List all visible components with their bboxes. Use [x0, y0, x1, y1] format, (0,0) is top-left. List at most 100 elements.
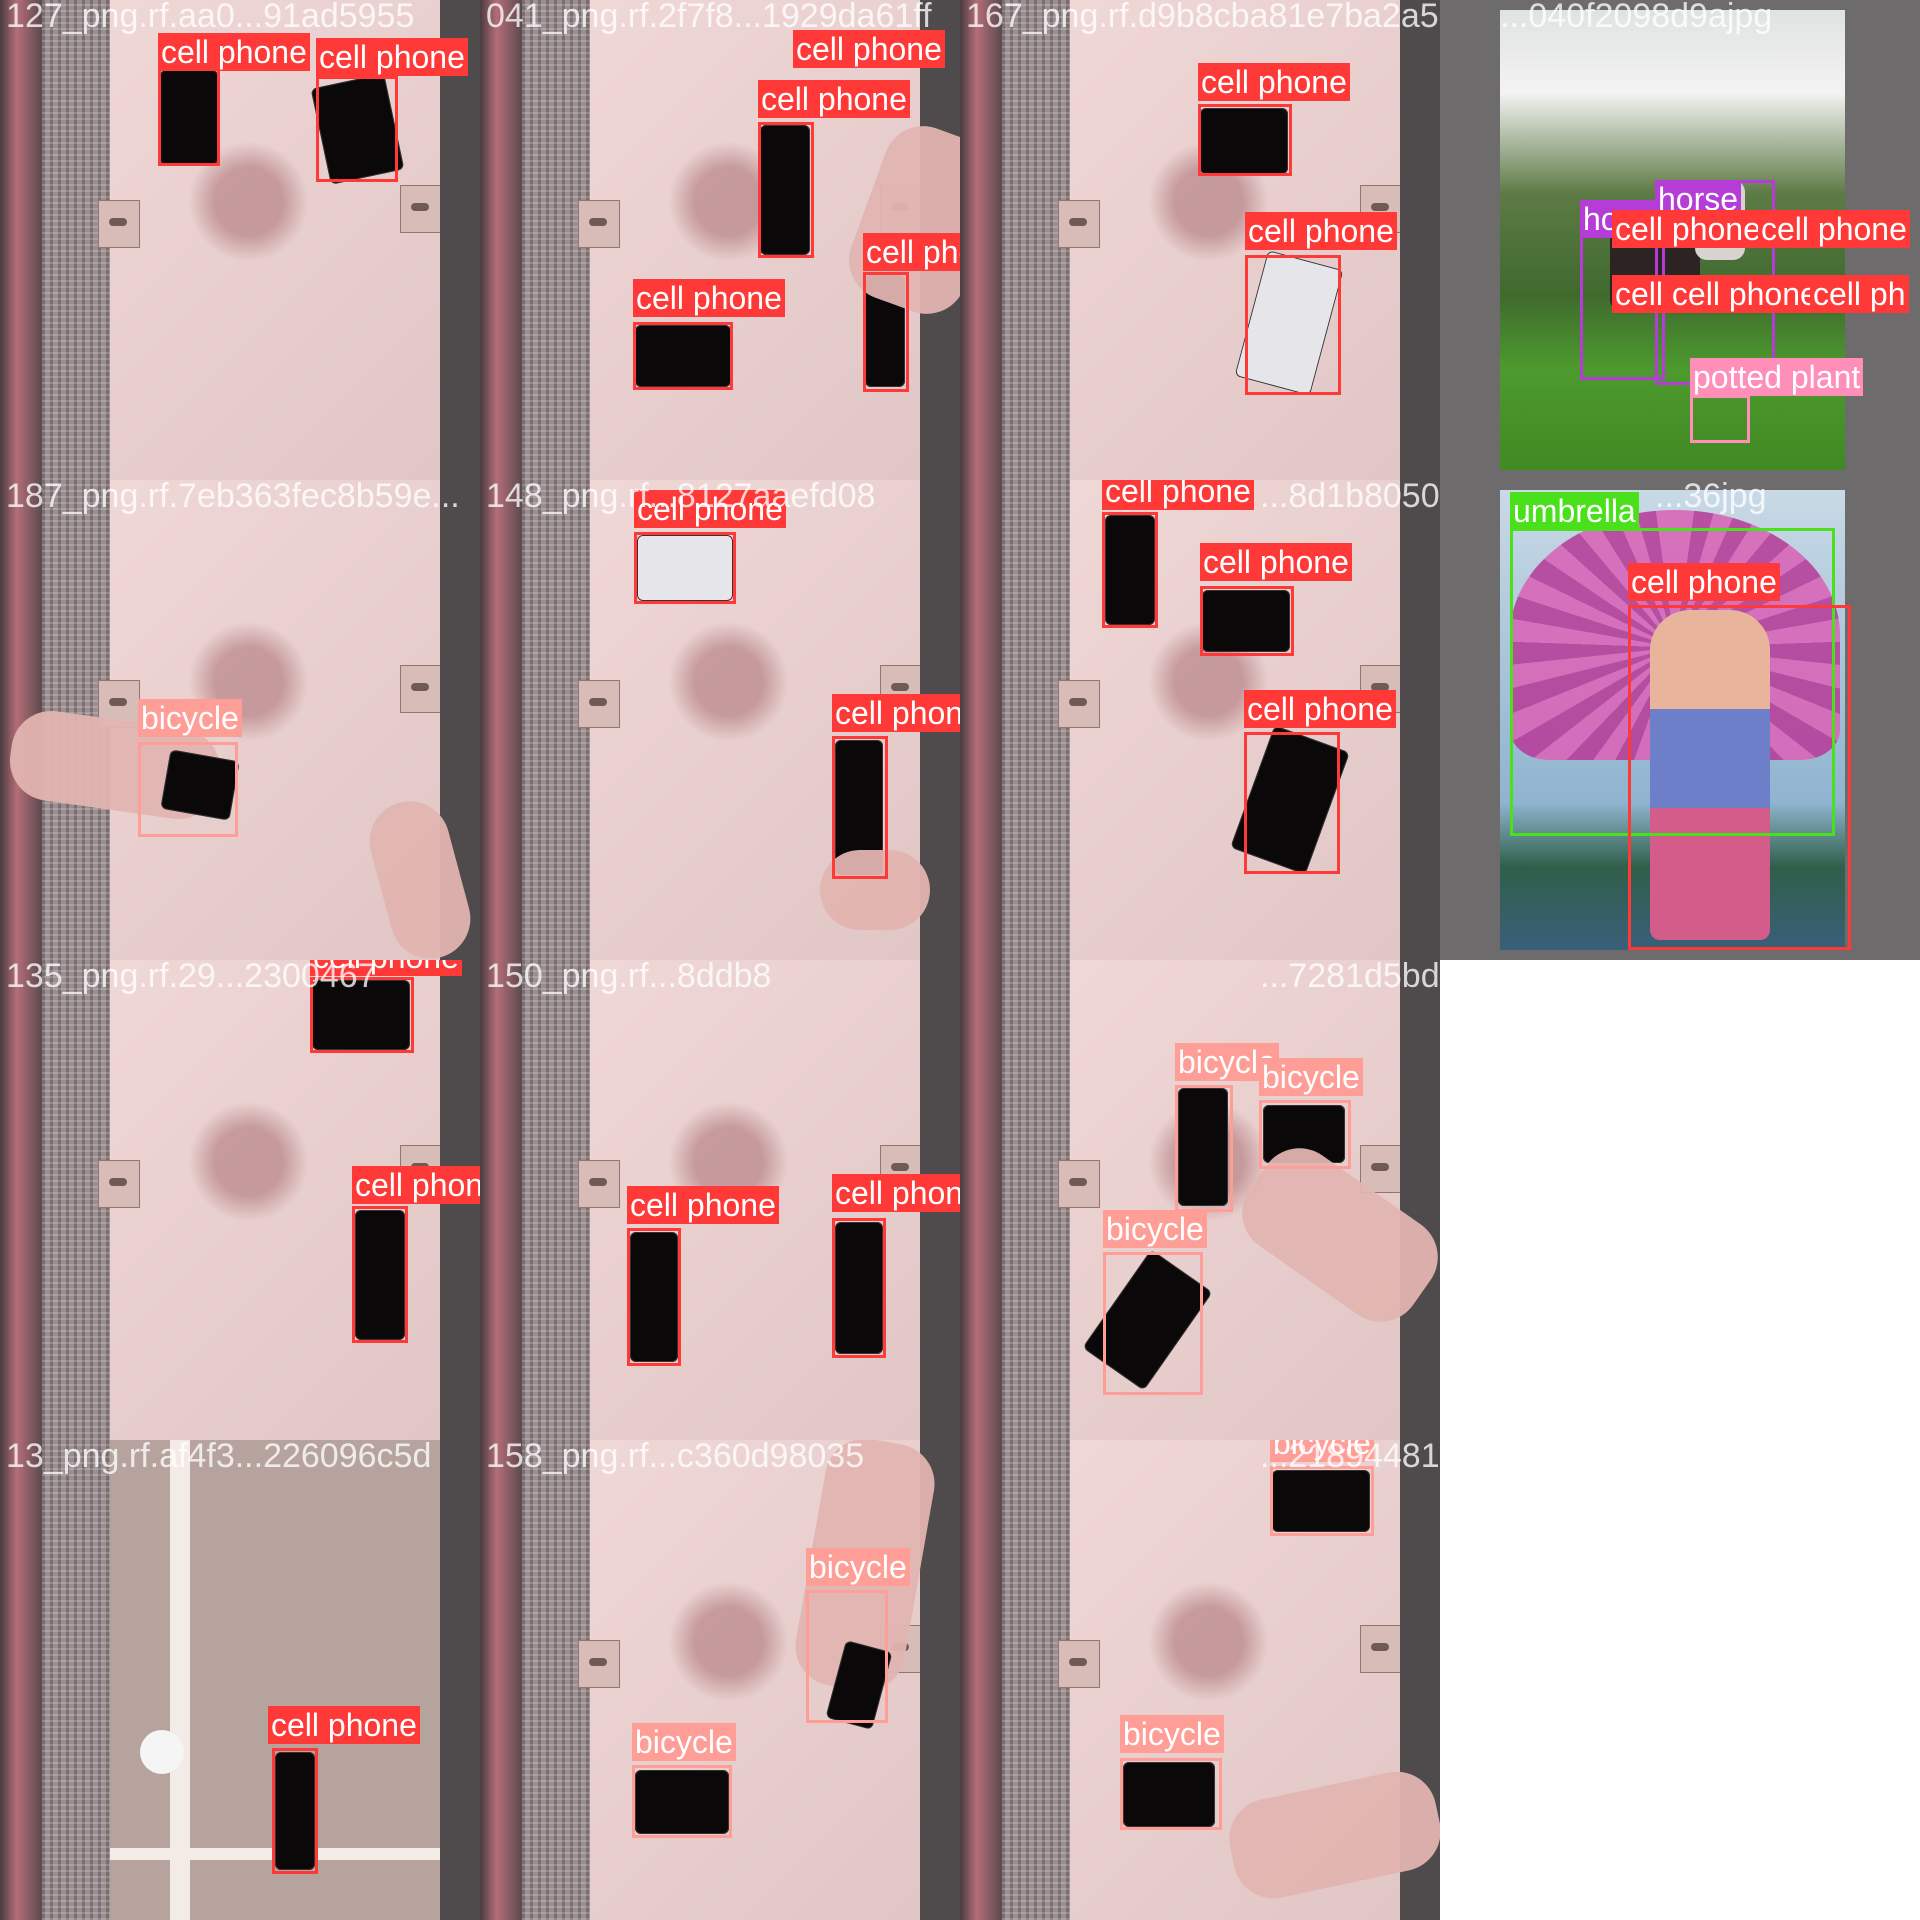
detection-box-cell-phone: [1102, 512, 1158, 628]
detection-label: bicycle: [806, 1548, 910, 1586]
detection-box-cell-phone: [158, 66, 220, 166]
detection-label: cell phone: [310, 960, 462, 976]
phone-object: [312, 980, 410, 1050]
hand: [820, 850, 930, 930]
tile-caption: 13_png.rf.af4f3...226096c5d: [6, 1440, 432, 1475]
phone-object: [355, 1210, 405, 1340]
detection-box-cell-phone: [1628, 605, 1851, 950]
detection-label: umbrella: [1510, 492, 1639, 530]
detection-label: potted plant: [1690, 358, 1864, 396]
detection-label: cell phone: [268, 1706, 420, 1744]
phone-object: [760, 125, 810, 255]
detection-box-cell-phone: [863, 272, 909, 392]
tile-6: cell phone cell phone cell phone ...8d1b…: [960, 480, 1440, 960]
detection-label: bicycle: [1120, 1715, 1224, 1753]
tile-0: cell phone cell phone 127_png.rf.aa0...9…: [0, 0, 480, 480]
detection-label: bicycle: [1103, 1210, 1207, 1248]
tile-caption: ...36jpg: [1655, 480, 1767, 515]
detection-label: cell phone: [1198, 63, 1350, 101]
phone-object: [1272, 1470, 1370, 1532]
detection-label: bicycle: [632, 1723, 736, 1761]
detection-label: cell phone: [758, 80, 910, 118]
detection-box-cell-phone: [310, 977, 414, 1053]
tile-caption: 167_png.rf.d9b8cba81e7ba2a500: [966, 0, 1440, 35]
detection-box-cell-phone: [758, 122, 814, 258]
detection-box-cell-phone: [633, 322, 733, 390]
phone-object: [637, 535, 733, 601]
phone-object: [1178, 1088, 1228, 1206]
detection-box-cell-phone: [832, 1218, 886, 1358]
tile-caption: 150_png.rf...8ddb8: [486, 960, 772, 995]
detection-box-bicycle: [1120, 1758, 1222, 1830]
detection-box-cell-phone: [352, 1206, 408, 1343]
detection-box-cell-phone: [832, 736, 888, 879]
detection-box-cell-phone: [1200, 586, 1294, 656]
detection-box-bicycle: [632, 1765, 732, 1838]
tile-caption: ...8d1b8050: [1260, 480, 1440, 515]
tile-9: cell phone cell phone 150_png.rf...8ddb8: [480, 960, 960, 1440]
detection-label: cell phone: [633, 279, 785, 317]
detection-label: cell phone: [158, 33, 310, 71]
tile-13: bicycle bicycle 158_png.rf...c360d98035: [480, 1440, 960, 1920]
tile-caption: ...7281d5bdbb81914ce0e54bf2: [1260, 960, 1440, 995]
detection-label: cell phone: [352, 1166, 480, 1204]
detection-box-potted-plant: [1690, 395, 1750, 443]
detection-label: cell phone: [1628, 563, 1780, 601]
tile-15-empty: [1440, 1440, 1920, 1920]
detection-box-bicycle: [1175, 1085, 1233, 1212]
detection-label: cell phone: [1758, 210, 1910, 248]
phone-object: [1200, 108, 1288, 174]
phone-object: [1202, 590, 1290, 652]
phone-object: [630, 1232, 678, 1362]
detection-box-cell-phone: [1198, 104, 1292, 176]
tile-1: cell phone cell phone cell phone cell ph…: [480, 0, 960, 480]
detection-label: cell phone: [316, 38, 468, 76]
detection-box-cell-phone: [316, 76, 398, 182]
detection-box-umbrella: [1510, 528, 1835, 836]
tile-11-empty: [1440, 960, 1920, 1440]
tile-caption: 041_png.rf.2f7f8...1929da61ff: [486, 0, 932, 35]
tile-caption: 135_png.rf.29...2300467: [6, 960, 377, 995]
detection-label: cell phone: [863, 233, 960, 271]
tile-caption: ...21894481599fe83a0ea50: [1260, 1440, 1440, 1475]
tile-caption: 148_png.rf...8127aaefd08: [486, 480, 876, 515]
tile-caption: 187_png.rf.7eb363fec8b59e...: [6, 480, 460, 515]
detection-label: cell cell phone: [1612, 275, 1821, 313]
detection-box-cell-phone: [1244, 732, 1340, 874]
tile-caption: 158_png.rf...c360d98035: [486, 1440, 865, 1475]
detection-box-cell-phone: [627, 1228, 681, 1366]
detection-box-bicycle: [1103, 1252, 1203, 1395]
detection-box-cell-phone: [634, 532, 736, 604]
detection-label: bicycle: [1259, 1058, 1363, 1096]
detection-label: cell phone: [1244, 690, 1396, 728]
detection-box-bicycle: [1270, 1466, 1374, 1536]
detection-label: cell phone: [1102, 480, 1254, 510]
detection-label: cell phone: [627, 1186, 779, 1224]
tile-12: cell phone 13_png.rf.af4f3...226096c5d: [0, 1440, 480, 1920]
detection-label: cell phone: [1200, 543, 1352, 581]
detection-box-bicycle: [138, 742, 238, 837]
tile-3: horse horse cell phone cell phone cell c…: [1440, 0, 1920, 480]
detection-label: bicycle: [1270, 1440, 1374, 1462]
tile-5: cell phone cell phone 148_png.rf...8127a…: [480, 480, 960, 960]
tile-caption: 127_png.rf.aa0...91ad5955: [6, 0, 415, 35]
detection-box-cell-phone: [1245, 255, 1341, 395]
detection-box-bicycle: [806, 1590, 888, 1723]
tile-4: bicycle 187_png.rf.7eb363fec8b59e...: [0, 480, 480, 960]
tile-2: cell phone cell phone 167_png.rf.d9b8cba…: [960, 0, 1440, 480]
detection-label: cell phone: [1612, 210, 1764, 248]
tile-14: bicycle bicycle ...21894481599fe83a0ea50: [960, 1440, 1440, 1920]
phone-object: [275, 1752, 315, 1870]
detection-label: bicycle: [138, 699, 242, 737]
phone-object: [1105, 515, 1155, 625]
detection-label: cell phone: [1245, 212, 1397, 250]
tile-8: cell phone cell phone 135_png.rf.29...23…: [0, 960, 480, 1440]
detection-label: cell phone: [634, 490, 786, 528]
detection-box-bicycle: [1259, 1100, 1351, 1169]
detection-label: cell phone: [832, 694, 960, 732]
tile-7: umbrella cell phone ...36jpg: [1440, 480, 1920, 960]
phone-object: [160, 70, 218, 165]
phone-object: [635, 1770, 729, 1834]
tile-10: bicycle bicycle bicycle ...7281d5bdbb819…: [960, 960, 1440, 1440]
